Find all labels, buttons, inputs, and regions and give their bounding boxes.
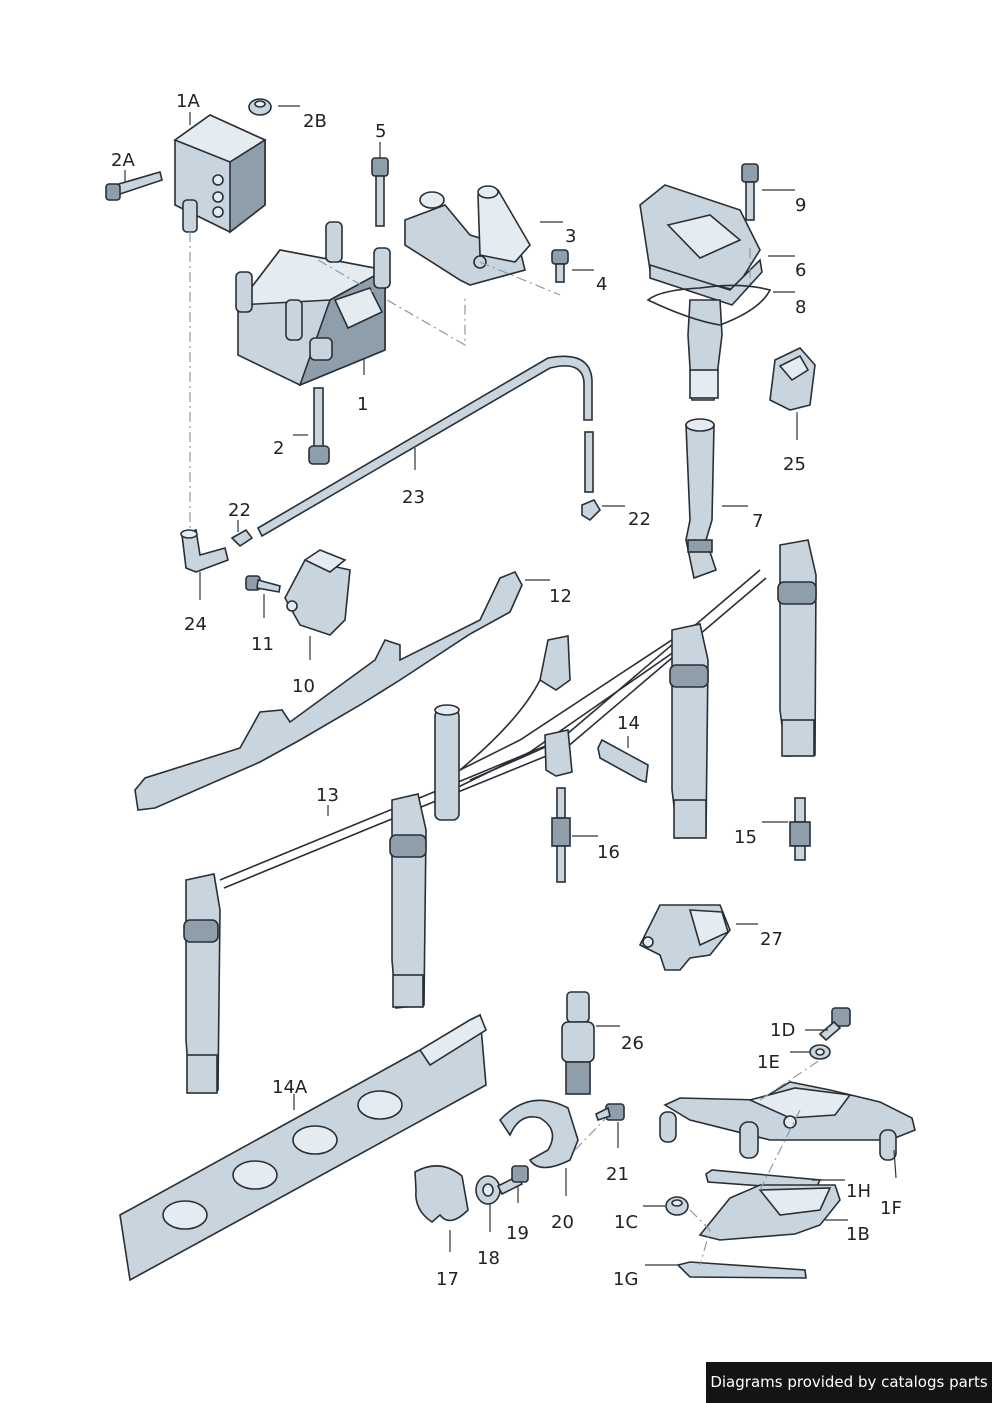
attribution-footer: Diagrams provided by catalogs parts bbox=[706, 1362, 992, 1403]
ignition-coil-1a[interactable] bbox=[173, 114, 267, 234]
bolt-11[interactable] bbox=[245, 575, 281, 593]
callout-1f: 1F bbox=[880, 1198, 902, 1219]
callout-1e: 1E bbox=[757, 1052, 780, 1073]
bolt-1d[interactable] bbox=[818, 1007, 851, 1042]
spark-plug-16[interactable] bbox=[551, 787, 571, 883]
plug-lead-right[interactable] bbox=[777, 539, 817, 757]
heat-shield-1b[interactable] bbox=[698, 1184, 841, 1241]
callout-25: 25 bbox=[783, 454, 806, 475]
clamp-17[interactable] bbox=[414, 1165, 469, 1224]
clip-22-right[interactable] bbox=[581, 498, 602, 522]
seal-8[interactable] bbox=[646, 284, 772, 326]
bolt-19[interactable] bbox=[496, 1165, 529, 1196]
callout-1g: 1G bbox=[613, 1269, 638, 1290]
callout-6: 6 bbox=[795, 260, 806, 281]
callout-26: 26 bbox=[621, 1033, 644, 1054]
callout-24: 24 bbox=[184, 614, 207, 635]
callout-22-right: 22 bbox=[628, 509, 651, 530]
callout-22-left: 22 bbox=[228, 500, 251, 521]
sensor-26[interactable] bbox=[561, 991, 595, 1095]
clip-25[interactable] bbox=[769, 347, 816, 411]
ignition-coil-1[interactable] bbox=[235, 221, 391, 387]
bolt-21[interactable] bbox=[595, 1103, 625, 1122]
callout-labels: 1A 2B 2A 5 3 4 9 6 8 1 2 25 23 22 22 7 2… bbox=[111, 91, 902, 1290]
callout-1b: 1B bbox=[846, 1224, 870, 1245]
nut-1c[interactable] bbox=[665, 1196, 689, 1216]
ignition-harness-13[interactable] bbox=[183, 539, 817, 1094]
callout-14: 14 bbox=[617, 713, 640, 734]
leader-lines bbox=[124, 105, 897, 1266]
callout-4: 4 bbox=[596, 274, 607, 295]
hose-elbow-24[interactable] bbox=[180, 528, 229, 573]
callout-12: 12 bbox=[549, 586, 572, 607]
nut-2b[interactable] bbox=[248, 98, 272, 116]
callout-17: 17 bbox=[436, 1269, 459, 1290]
plug-lead-mid[interactable] bbox=[389, 793, 427, 1009]
callout-9: 9 bbox=[795, 195, 806, 216]
ignition-coil-6[interactable] bbox=[639, 184, 763, 401]
callout-13: 13 bbox=[316, 785, 339, 806]
callout-11: 11 bbox=[251, 634, 274, 655]
callout-2b: 2B bbox=[303, 111, 327, 132]
callout-18: 18 bbox=[477, 1248, 500, 1269]
callout-2a: 2A bbox=[111, 150, 135, 171]
spark-plug-connector-7[interactable] bbox=[685, 418, 718, 580]
callout-10: 10 bbox=[292, 676, 315, 697]
bolt-9[interactable] bbox=[741, 163, 759, 221]
bracket-1f[interactable] bbox=[659, 1081, 916, 1161]
sensor-10[interactable] bbox=[284, 549, 351, 636]
callout-5: 5 bbox=[375, 121, 386, 142]
callout-23: 23 bbox=[402, 487, 425, 508]
bracket-3[interactable] bbox=[404, 185, 531, 286]
callout-1a: 1A bbox=[176, 91, 200, 112]
clamp-20[interactable] bbox=[498, 1099, 579, 1169]
plug-lead-center[interactable] bbox=[669, 623, 709, 839]
callout-21: 21 bbox=[606, 1164, 629, 1185]
callout-1: 1 bbox=[357, 394, 368, 415]
washer-18[interactable] bbox=[475, 1175, 501, 1205]
heat-shield-14a[interactable] bbox=[119, 1013, 487, 1282]
bolt-2a[interactable] bbox=[105, 170, 163, 201]
washer-1e[interactable] bbox=[809, 1044, 831, 1060]
callout-8: 8 bbox=[795, 297, 806, 318]
gasket-12[interactable] bbox=[134, 570, 523, 811]
callout-27: 27 bbox=[760, 929, 783, 950]
callout-1d: 1D bbox=[770, 1020, 795, 1041]
bolt-5[interactable] bbox=[371, 157, 389, 227]
callout-2: 2 bbox=[273, 438, 284, 459]
clip-22-left[interactable] bbox=[230, 528, 254, 548]
callout-1h: 1H bbox=[846, 1181, 871, 1202]
callout-19: 19 bbox=[506, 1223, 529, 1244]
sensor-27[interactable] bbox=[638, 904, 731, 971]
callout-16: 16 bbox=[597, 842, 620, 863]
bolt-4[interactable] bbox=[551, 249, 569, 283]
assembly-lines bbox=[189, 232, 821, 1266]
hose-23[interactable] bbox=[256, 355, 594, 538]
plug-lead-left[interactable] bbox=[183, 873, 221, 1094]
wire-holder-14[interactable] bbox=[597, 738, 649, 784]
callout-7: 7 bbox=[752, 511, 763, 532]
callout-15: 15 bbox=[734, 827, 757, 848]
callout-14a: 14A bbox=[272, 1077, 308, 1098]
spark-plug-15[interactable] bbox=[789, 797, 811, 861]
callout-1c: 1C bbox=[614, 1212, 638, 1233]
callout-3: 3 bbox=[565, 226, 576, 247]
gasket-1g[interactable] bbox=[676, 1261, 807, 1279]
bolt-2[interactable] bbox=[308, 387, 330, 465]
callout-20: 20 bbox=[551, 1212, 574, 1233]
